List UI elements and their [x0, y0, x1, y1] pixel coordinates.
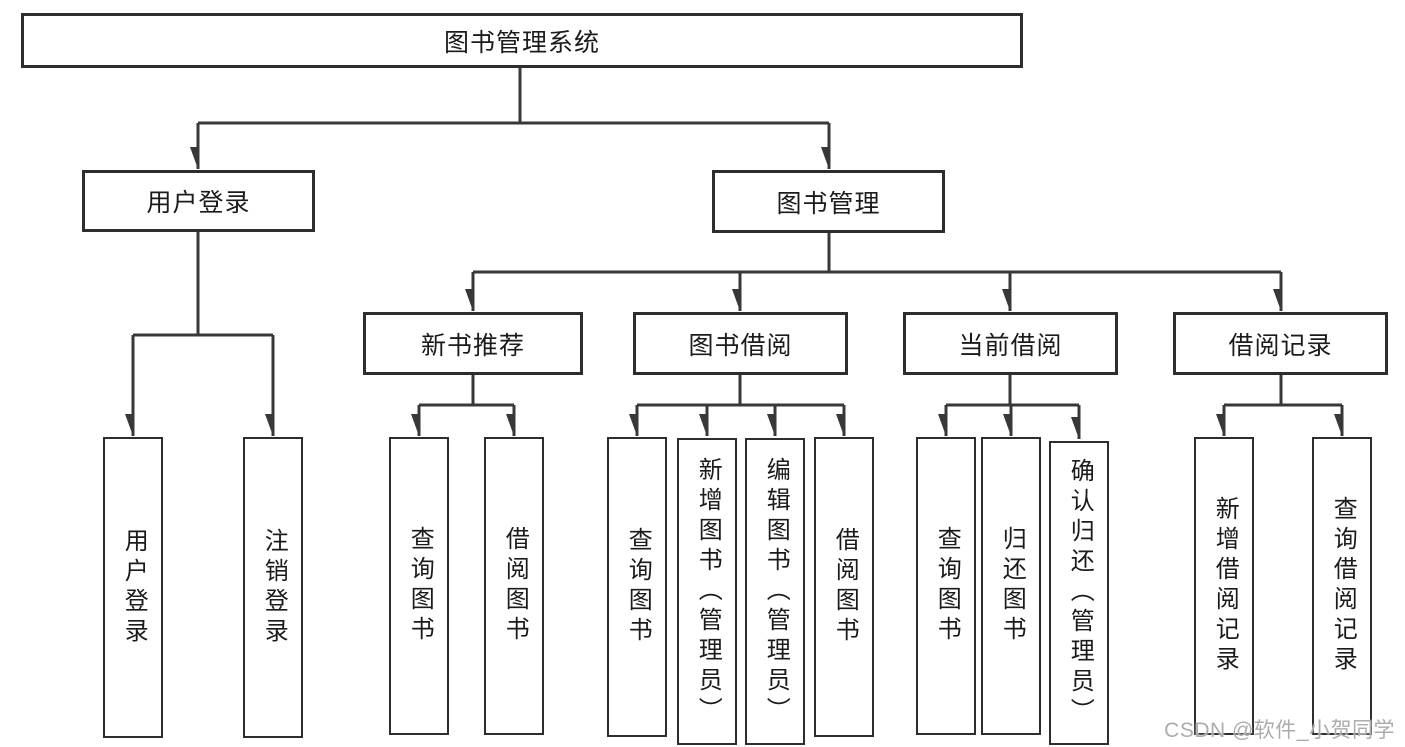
- node-user-login: 用户登录: [82, 170, 315, 232]
- node-records-query-record: 查询借阅记录: [1312, 437, 1372, 735]
- node-borrow-edit-books-admin: 编辑图书（管理员）: [745, 438, 805, 745]
- node-borrow-add-books-admin: 新增图书（管理员）: [677, 438, 737, 745]
- node-borrow-records-label: 借阅记录: [1228, 331, 1333, 360]
- node-current-query-books-label: 查询图书: [933, 526, 961, 646]
- node-logout-leaf: 注销登录: [243, 437, 303, 738]
- node-recommend-query-books-label: 查询图书: [406, 526, 434, 646]
- node-user-login-leaf: 用户登录: [103, 437, 163, 738]
- node-recommend-borrow-books-label: 借阅图书: [501, 526, 529, 646]
- node-records-query-record-label: 查询借阅记录: [1329, 496, 1357, 676]
- node-current-return-books: 归还图书: [981, 437, 1041, 735]
- node-new-book-recommend-label: 新书推荐: [420, 331, 525, 360]
- node-user-login-label: 用户登录: [146, 189, 251, 217]
- node-current-return-books-label: 归还图书: [998, 526, 1026, 646]
- node-records-add-record: 新增借阅记录: [1194, 437, 1254, 735]
- node-current-confirm-return-admin: 确认归还（管理员）: [1049, 441, 1109, 745]
- node-recommend-borrow-books: 借阅图书: [484, 437, 544, 735]
- node-borrow-edit-books-admin-label: 编辑图书（管理员）: [762, 456, 790, 727]
- node-root-label: 图书管理系统: [443, 28, 600, 57]
- node-current-borrow: 当前借阅: [903, 312, 1118, 375]
- node-borrow-add-books-admin-label: 新增图书（管理员）: [694, 456, 722, 727]
- watermark: CSDN @软件_小贺同学: [1164, 719, 1395, 742]
- node-book-manage-label: 图书管理: [776, 189, 881, 218]
- connectors: [133, 68, 1344, 439]
- node-recommend-query-books: 查询图书: [389, 437, 449, 735]
- node-current-query-books: 查询图书: [916, 437, 976, 735]
- node-current-confirm-return-admin-label: 确认归还（管理员）: [1066, 458, 1094, 728]
- node-book-borrow: 图书借阅: [633, 312, 848, 375]
- node-borrow-borrow-books-label: 借阅图书: [831, 527, 859, 647]
- node-records-add-record-label: 新增借阅记录: [1211, 496, 1239, 676]
- node-borrow-query-books: 查询图书: [607, 437, 667, 737]
- node-book-manage: 图书管理: [712, 170, 945, 233]
- node-book-borrow-label: 图书借阅: [688, 331, 793, 360]
- node-root: 图书管理系统: [21, 13, 1023, 68]
- node-borrow-borrow-books: 借阅图书: [814, 437, 874, 737]
- node-logout-leaf-label: 注销登录: [260, 527, 288, 648]
- node-current-borrow-label: 当前借阅: [958, 331, 1063, 360]
- node-borrow-query-books-label: 查询图书: [624, 527, 652, 647]
- node-borrow-records: 借阅记录: [1173, 312, 1388, 375]
- node-new-book-recommend: 新书推荐: [363, 312, 583, 375]
- node-user-login-leaf-label: 用户登录: [120, 527, 148, 648]
